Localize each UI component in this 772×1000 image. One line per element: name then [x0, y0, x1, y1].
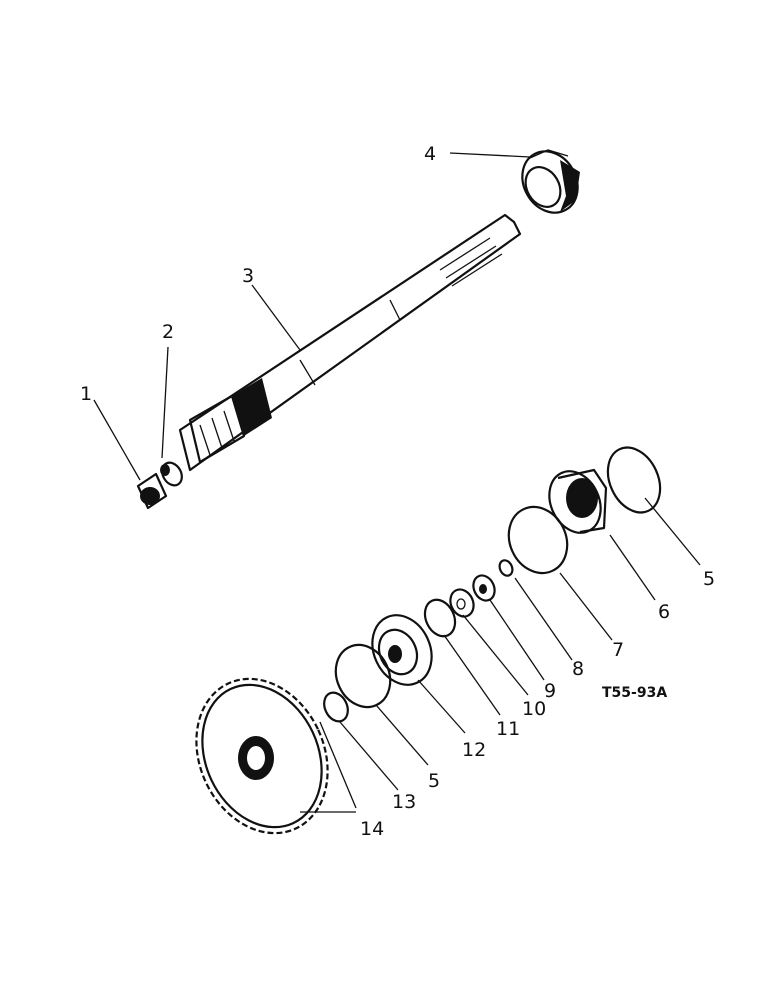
bearing-part-4	[521, 149, 580, 214]
callout-10: 10	[522, 698, 546, 720]
ring-part-8	[498, 559, 514, 577]
callout-14: 14	[360, 818, 384, 840]
callout-9: 9	[544, 680, 556, 702]
callout-6: 6	[658, 601, 670, 623]
callout-11: 11	[496, 718, 520, 740]
washer-part-2	[160, 461, 183, 487]
callout-7: 7	[612, 639, 624, 661]
callout-2: 2	[162, 321, 174, 343]
figure-reference: T55-93A	[602, 685, 667, 701]
housing-part-6	[548, 468, 608, 534]
snap-ring-part-5-lower	[334, 643, 392, 709]
callout-4: 4	[424, 143, 436, 165]
circlip-part-11	[423, 598, 457, 638]
washer-part-9	[472, 574, 496, 602]
main-shaft-part-3	[178, 213, 522, 472]
callout-8: 8	[572, 658, 584, 680]
gear-part-14	[195, 677, 329, 835]
circlip-part-13	[323, 691, 349, 723]
callout-1: 1	[80, 383, 92, 405]
callout-5-lower: 5	[428, 770, 440, 792]
o-ring-part-7	[507, 505, 569, 575]
snap-ring-part-5-upper	[606, 446, 662, 514]
callout-13: 13	[392, 791, 416, 813]
callout-3: 3	[242, 265, 254, 287]
callout-5-upper: 5	[703, 568, 715, 590]
leader-lines	[93, 152, 701, 813]
callout-12: 12	[462, 739, 486, 761]
washer-part-10	[449, 588, 475, 618]
ball-bearing-part-12	[371, 614, 433, 686]
bushing-part-1	[136, 472, 168, 510]
